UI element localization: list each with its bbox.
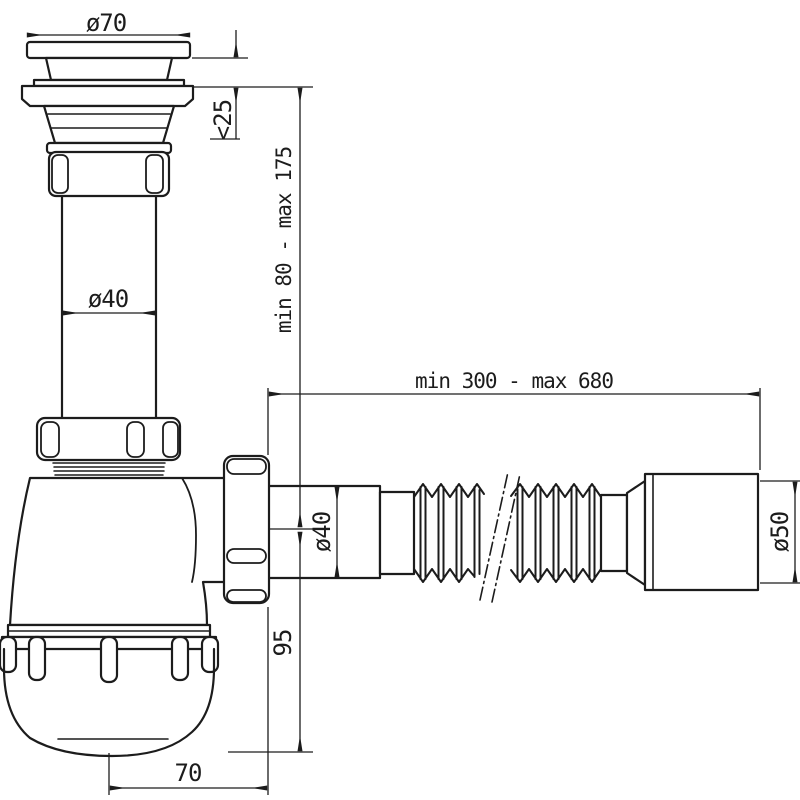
label-outlet-diameter: ø40: [308, 512, 336, 552]
strainer-cone: [42, 104, 176, 145]
dimension-lines: [26, 30, 800, 795]
outlet-nut: [222, 454, 271, 605]
flex-folds-right: [516, 486, 596, 580]
label-flex-length-range: min 300 - max 680: [415, 369, 613, 393]
label-outlet-offset: 70: [175, 759, 202, 787]
label-inlet-height-range: min 80 - max 175: [272, 147, 296, 333]
tailpipe-nut: [45, 141, 173, 198]
sink-flange: [20, 84, 195, 108]
body-coupling-nut: [35, 416, 182, 462]
grip-tab: [170, 635, 190, 682]
corrugated-flex-pipe: [413, 483, 602, 583]
dimension-labels: ø70 <25 min 80 - max 175 ø40 min 300 - m…: [86, 9, 794, 787]
siphon-assembly: [0, 40, 760, 758]
grip-tab: [27, 635, 47, 682]
flex-folds-left: [419, 486, 481, 580]
grip-tab: [99, 635, 119, 684]
drain-strainer: [20, 40, 195, 145]
thread-rings: [52, 462, 166, 476]
break-lines: [479, 471, 521, 603]
siphon-cup: [2, 647, 216, 758]
cup-ring: [0, 623, 220, 684]
label-sink-thickness: <25: [209, 100, 237, 140]
label-body-depth: 95: [269, 630, 297, 657]
siphon-body: [8, 476, 227, 627]
tailpipe: [60, 194, 158, 420]
strainer-top-plate: [25, 40, 192, 60]
flex-end-fitting: [599, 472, 760, 592]
label-inlet-diameter: ø40: [88, 285, 128, 313]
flex-pipe-collar: [378, 490, 416, 576]
label-flange-diameter: ø70: [86, 9, 126, 37]
strainer-bowl: [44, 56, 174, 82]
label-flex-end-diameter: ø50: [766, 512, 794, 552]
